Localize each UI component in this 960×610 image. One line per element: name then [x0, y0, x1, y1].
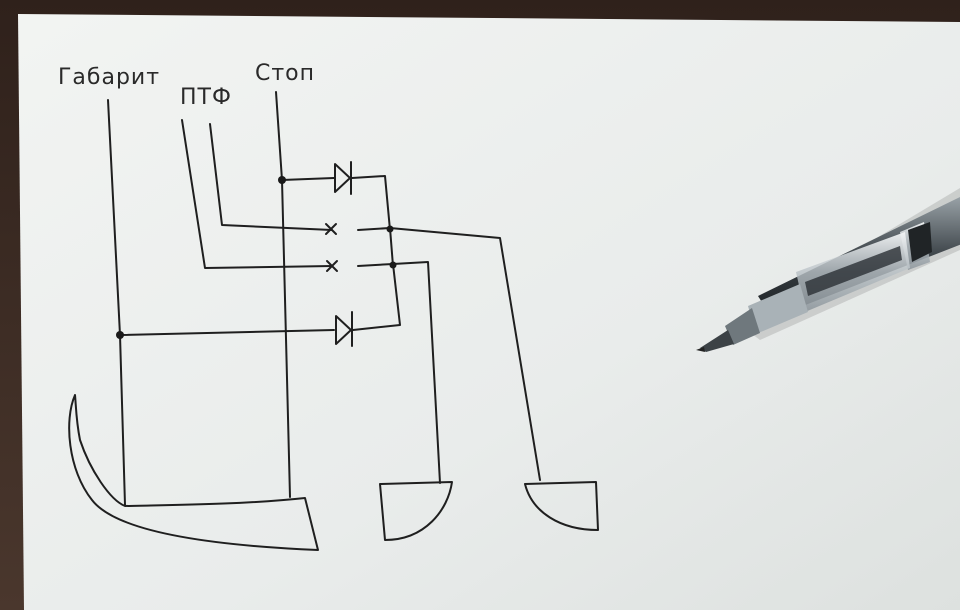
wire-ptf-left	[181, 119, 333, 269]
wire-to-right-lamp	[357, 227, 541, 481]
label-stop: Стоп	[255, 61, 315, 86]
ballpoint-pen-icon	[696, 188, 960, 352]
paper-surface	[18, 14, 960, 610]
junction-upper	[386, 225, 394, 233]
rear-lamp-left	[68, 394, 319, 551]
wire-to-center-lamp	[357, 261, 441, 484]
label-gabarit: Габарит	[58, 65, 160, 90]
wire-bus-vertical	[389, 227, 394, 267]
wire-gabarit-to-diode	[119, 329, 335, 336]
wire-lower-diode-out	[352, 263, 401, 331]
junction-stop	[278, 176, 286, 184]
lamp-right	[524, 481, 599, 531]
wire-stop-to-diode	[281, 177, 335, 181]
lamp-center	[379, 481, 453, 541]
junction-lower	[389, 261, 397, 269]
wire-ptf-right	[209, 123, 333, 231]
diode-lower	[335, 311, 353, 347]
junction-gabarit	[116, 331, 124, 339]
cross-mark-upper	[325, 223, 337, 235]
wire-upper-diode-out	[351, 175, 391, 231]
cross-mark-lower	[326, 260, 338, 272]
label-ptf: ПТФ	[180, 85, 232, 110]
